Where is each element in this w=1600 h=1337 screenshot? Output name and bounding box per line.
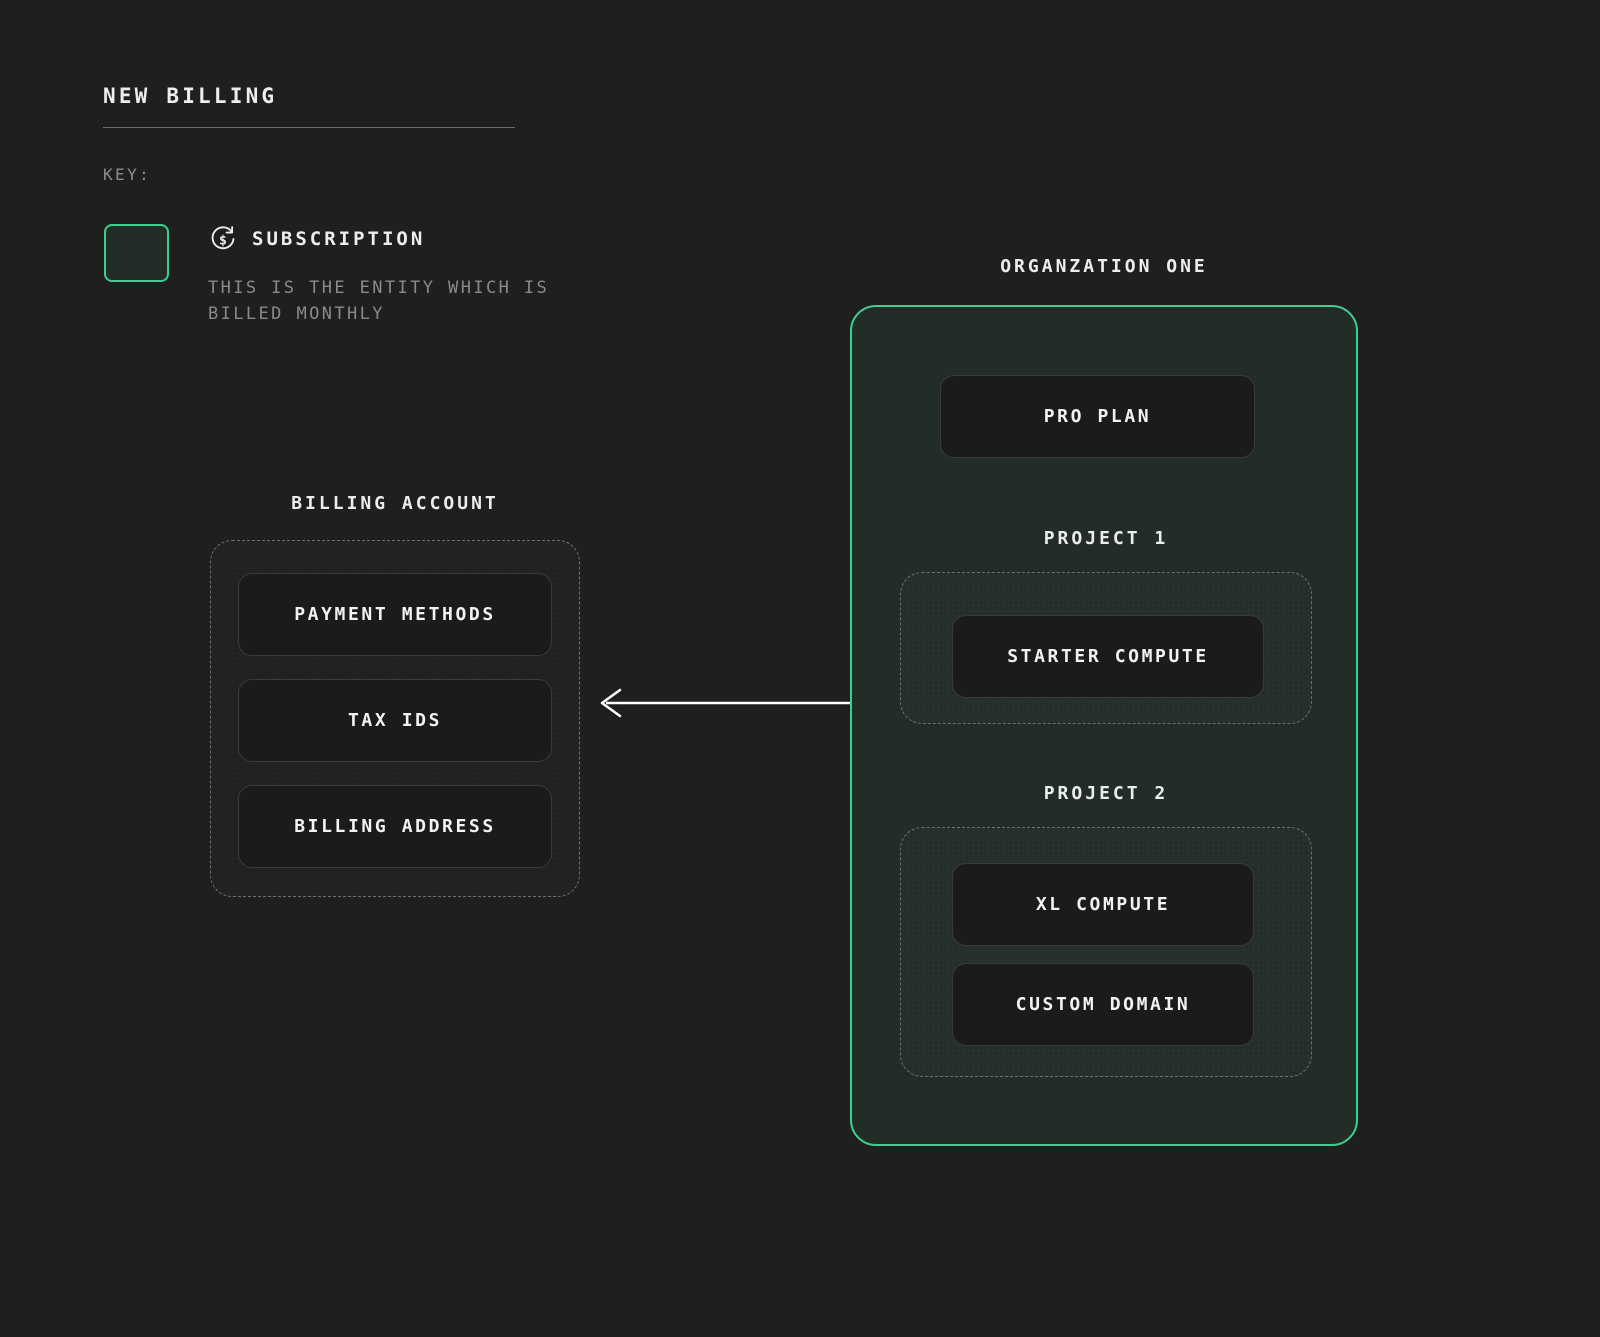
card-payment-methods[interactable]: PAYMENT METHODS [238, 573, 552, 656]
card-starter-compute[interactable]: STARTER COMPUTE [952, 615, 1264, 698]
legend-entry-description: THIS IS THE ENTITY WHICH IS BILLED MONTH… [208, 278, 550, 324]
card-tax-ids[interactable]: TAX IDS [238, 679, 552, 762]
page-title: NEW BILLING [103, 84, 278, 108]
title-divider [103, 127, 515, 128]
legend-entry-title: SUBSCRIPTION [252, 228, 426, 250]
legend-color-swatch [104, 224, 169, 282]
card-custom-domain[interactable]: CUSTOM DOMAIN [952, 963, 1254, 1046]
project-2-label: PROJECT 2 [1043, 783, 1169, 804]
card-billing-address[interactable]: BILLING ADDRESS [238, 785, 552, 868]
legend-entry-subscription: $ SUBSCRIPTION [208, 224, 425, 254]
subscription-recurring-dollar-icon: $ [208, 224, 238, 254]
organization-to-billing-account-arrow [600, 688, 855, 718]
card-xl-compute[interactable]: XL COMPUTE [952, 863, 1254, 946]
organization-label: ORGANZATION ONE [1000, 256, 1208, 277]
key-label: KEY: [103, 165, 152, 184]
card-pro-plan[interactable]: PRO PLAN [940, 375, 1255, 458]
billing-account-label: BILLING ACCOUNT [291, 493, 499, 514]
svg-text:$: $ [219, 234, 227, 249]
project-1-label: PROJECT 1 [1043, 528, 1169, 549]
